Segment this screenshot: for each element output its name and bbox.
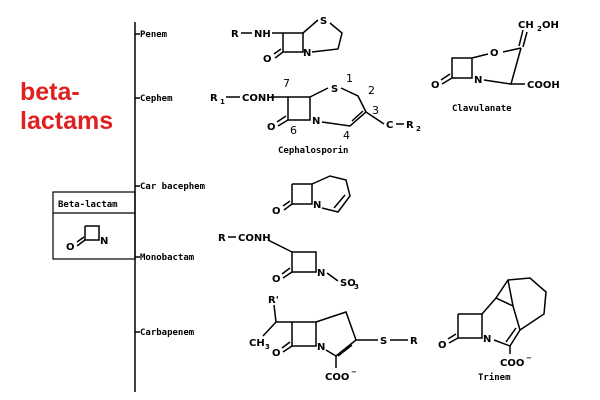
svg-text:O: O	[490, 48, 499, 59]
class-label-carbacephem: Car bacephem	[140, 182, 206, 192]
svg-text:7: 7	[283, 77, 290, 90]
carbacephem-structure: O N	[272, 175, 351, 217]
title-line-2: lactams	[20, 107, 114, 135]
svg-text:6: 6	[290, 124, 297, 137]
svg-text:2: 2	[416, 125, 421, 133]
svg-text:COO: COO	[325, 372, 349, 383]
svg-text:O: O	[272, 206, 281, 217]
svg-text:2: 2	[537, 25, 542, 33]
trinem-structure: O N COO − Trinem	[438, 277, 547, 383]
svg-text:3: 3	[265, 343, 270, 351]
svg-text:CH: CH	[518, 20, 534, 31]
svg-text:OH: OH	[542, 20, 559, 31]
svg-text:2: 2	[368, 84, 375, 97]
svg-text:1: 1	[220, 98, 225, 106]
svg-text:O: O	[438, 340, 447, 351]
root-o: O	[66, 242, 75, 253]
class-label-cephem: Cephem	[140, 94, 173, 104]
svg-text:O: O	[272, 348, 281, 359]
svg-text:CH: CH	[249, 338, 265, 349]
svg-text:O: O	[431, 80, 440, 91]
svg-text:N: N	[313, 200, 321, 211]
svg-text:S: S	[331, 84, 338, 95]
root-box	[52, 191, 136, 260]
root-n: N	[100, 236, 108, 247]
svg-text:R': R'	[268, 295, 279, 306]
svg-text:4: 4	[343, 129, 350, 142]
svg-text:N: N	[483, 334, 491, 345]
svg-text:COOH: COOH	[527, 80, 560, 91]
svg-text:N: N	[317, 268, 325, 279]
cephem-structure: R 1 CONH O N S C R 2 7 1 2 3 4 6 Cephalo	[210, 72, 421, 156]
svg-text:N: N	[303, 48, 311, 59]
svg-text:NH: NH	[254, 29, 271, 40]
svg-text:C: C	[386, 120, 393, 131]
svg-text:S: S	[380, 336, 387, 347]
svg-text:CONH: CONH	[238, 233, 271, 244]
svg-text:CONH: CONH	[242, 93, 275, 104]
class-label-carbapenem: Carbapenem	[140, 328, 195, 338]
svg-text:S: S	[320, 16, 327, 27]
svg-text:R: R	[406, 120, 414, 131]
root-carbonyl-2	[76, 236, 85, 243]
class-label-monobactam: Monobactam	[140, 253, 195, 263]
svg-text:−: −	[351, 368, 357, 376]
svg-text:O: O	[272, 274, 281, 285]
svg-text:N: N	[474, 75, 482, 86]
root-label: Beta-lactam	[58, 200, 118, 210]
svg-text:3: 3	[354, 283, 359, 291]
class-label-penem: Penem	[140, 30, 168, 40]
carbapenem-structure: R' CH 3 O N S R COO −	[249, 295, 418, 383]
svg-text:1: 1	[346, 72, 353, 85]
svg-text:O: O	[267, 122, 276, 133]
svg-text:COO: COO	[500, 358, 524, 369]
svg-text:R: R	[410, 336, 418, 347]
svg-text:R: R	[218, 233, 226, 244]
clavulanate-structure: CH 2 OH O O N COOH Clavulanate	[431, 20, 560, 114]
monobactam-structure: R CONH O N SO 3	[218, 233, 359, 291]
title-line-1: beta-	[20, 78, 80, 106]
svg-text:O: O	[263, 54, 272, 65]
root-carbonyl	[76, 239, 86, 247]
svg-text:R: R	[210, 93, 218, 104]
clavulanate-label: Clavulanate	[452, 104, 512, 114]
cephalosporin-label: Cephalosporin	[278, 145, 348, 156]
svg-text:−: −	[526, 354, 532, 362]
trinem-label: Trinem	[478, 372, 511, 383]
svg-text:3: 3	[372, 104, 379, 117]
svg-text:SO: SO	[340, 278, 356, 289]
diagram-title: beta- lactams	[20, 78, 140, 136]
root-ring	[84, 225, 100, 241]
svg-text:R: R	[231, 29, 239, 40]
svg-text:N: N	[312, 116, 320, 127]
svg-text:N: N	[317, 342, 325, 353]
penem-structure: R NH O N S	[231, 16, 343, 65]
